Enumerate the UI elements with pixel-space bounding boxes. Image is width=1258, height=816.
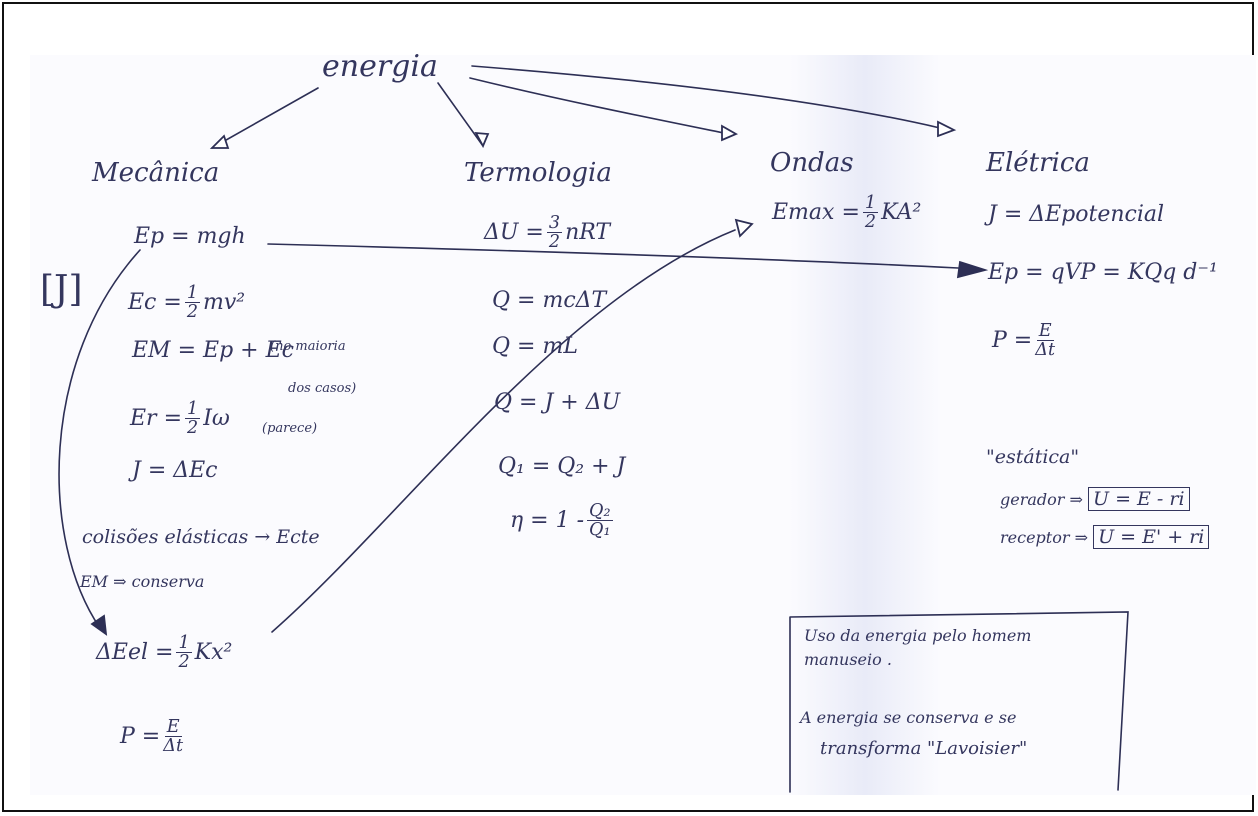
eq-q-j-du: Q = J + ΔU xyxy=(494,390,621,415)
eq-q-mcdt: Q = mcΔT xyxy=(492,288,607,313)
gerador-row: gerador ⇒ U = E - ri xyxy=(1000,487,1190,511)
heading-eletrica: Elétrica xyxy=(986,148,1090,178)
eq-trabalho-eletrica: J = ΔEpotencial xyxy=(988,202,1165,227)
eq-ep-mecanica: Ep = mgh xyxy=(134,224,246,249)
note-line-3: A energia se conserva e se xyxy=(800,708,1017,727)
arrowhead-eletrica xyxy=(937,120,957,138)
heading-mecanica: Mecânica xyxy=(92,158,220,188)
er-note: (parece) xyxy=(262,421,318,436)
receptor-equation: U = E' + ri xyxy=(1093,525,1210,549)
arrow-to-ondas xyxy=(469,77,725,134)
gerador-equation: U = E - ri xyxy=(1088,487,1190,511)
arrowhead-ep-eletrica xyxy=(956,260,989,279)
heading-termologia: Termologia xyxy=(464,158,612,188)
arrowhead-ondas xyxy=(721,124,739,142)
arrow-ep-to-eel xyxy=(58,249,141,629)
colisoes-text: colisões elásticas → Ecte xyxy=(82,526,320,548)
arrowhead-mecanica xyxy=(209,134,230,149)
arrowhead-ondas-eel xyxy=(734,218,754,238)
eq-trabalho-mecanica: J = ΔEc xyxy=(132,458,218,483)
eq-q-ml: Q = mL xyxy=(492,334,578,359)
root-energia: energia xyxy=(322,49,438,84)
arrowhead-eel xyxy=(90,614,108,636)
arrow-to-mecanica xyxy=(211,87,319,149)
unit-bracket: [J] xyxy=(40,269,83,310)
note-line-2: manuseio . xyxy=(804,650,892,669)
eq-q1-q2: Q₁ = Q₂ + J xyxy=(498,454,626,479)
arrow-to-eletrica xyxy=(471,65,941,129)
note-box-frame xyxy=(789,611,1129,793)
note-line-1: Uso da energia pelo homem xyxy=(804,626,1032,645)
heading-ondas: Ondas xyxy=(770,148,854,178)
arrow-to-termologia xyxy=(437,82,484,147)
em-note-line2: dos casos) xyxy=(288,381,357,396)
arrow-ep-to-eletrica xyxy=(267,243,959,269)
estatica-label: "estática" xyxy=(986,446,1080,468)
arrowhead-termologia xyxy=(474,131,490,149)
paper-fold-shadow xyxy=(790,55,940,795)
eq-em: EM = Ep + Ec xyxy=(132,338,294,363)
receptor-row: receptor ⇒ U = E' + ri xyxy=(1000,525,1210,549)
eq-ep-eletrica: Ep = qVP = KQq d⁻¹ xyxy=(988,260,1218,285)
conserva-text: EM ⇒ conserva xyxy=(80,572,205,591)
notebook-paper xyxy=(30,55,1256,795)
arrow-eel-to-ondas xyxy=(271,229,736,633)
note-line-4: transforma "Lavoisier" xyxy=(820,738,1028,759)
em-note-line1: (no maioria xyxy=(270,339,346,354)
